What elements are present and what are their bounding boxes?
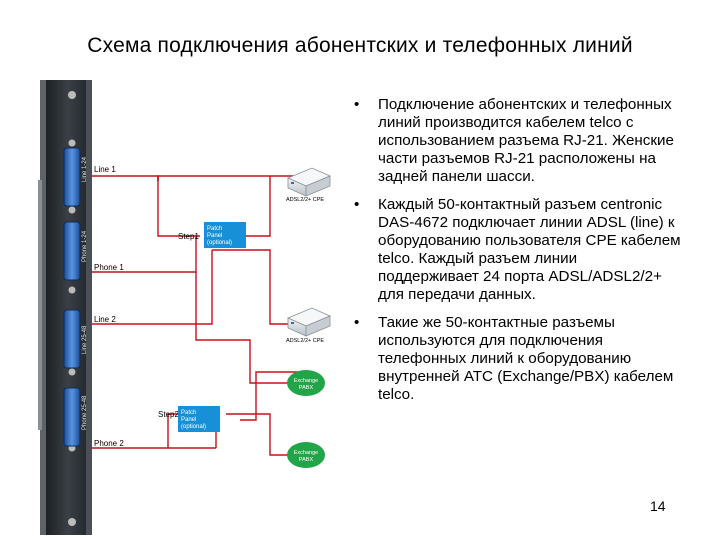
wire-patch2-up — [240, 371, 298, 421]
rj21-port-phone1 — [63, 221, 81, 281]
label-step1: Step1 — [178, 232, 199, 241]
label-line2: Line 2 — [94, 315, 116, 324]
exchange-1: Exchange PABX — [287, 370, 325, 396]
exchange-text: PABX — [299, 385, 314, 391]
patch-panel-text: (optional) — [207, 240, 232, 246]
rj21-port-line2 — [63, 309, 81, 369]
rotated-label-line: Line 25-48 — [82, 325, 88, 354]
wire-step1-line — [157, 176, 200, 237]
bullet-text: Каждый 50-контактный разъем centronic DA… — [378, 196, 681, 303]
wire-line1 — [92, 175, 159, 181]
patch-panel-2: Patch Panel (optional) — [178, 406, 220, 432]
rotated-label-line: Line 1-24 — [82, 156, 88, 182]
exchange-text: PABX — [299, 457, 314, 463]
label-line1: Line 1 — [94, 165, 116, 174]
label-phone1: Phone 1 — [94, 263, 124, 272]
slide-title: Схема подключения абонентских и телефонн… — [87, 34, 633, 57]
bullet-item: • Такие же 50-контактные разъемы использу… — [352, 314, 682, 404]
screw-icon — [68, 368, 76, 376]
rotated-label-phone: Phone 1-24 — [82, 230, 88, 262]
wire-line2 — [92, 250, 213, 325]
cpe-device-2 — [286, 307, 332, 337]
bullet-dot-icon: • — [354, 196, 360, 213]
bullet-dot-icon: • — [354, 314, 360, 331]
wire-line1-split — [157, 175, 307, 188]
screw-icon — [68, 91, 76, 99]
cpe-label-2: ADSL2/2+ CPE — [286, 338, 324, 344]
patch-panel-text: (optional) — [181, 424, 206, 430]
rj21-port-line1 — [63, 147, 81, 207]
patch-panel-text: Patch — [181, 410, 196, 416]
bullet-text: Подключение абонентских и телефонных лин… — [378, 96, 674, 185]
chassis-card: Line 1-24 Phone 1-24 Line 25-48 Phone 25… — [38, 80, 92, 535]
bullet-item: • Каждый 50-контактный разъем centronic D… — [352, 196, 682, 304]
patch-panel-text: Panel — [207, 233, 222, 239]
screw-icon — [68, 518, 76, 526]
patch-panel-text: Panel — [181, 417, 196, 423]
exchange-text: Exchange — [294, 378, 318, 384]
wire-patch2-exchange — [226, 413, 288, 456]
wire-step2-phone — [200, 429, 217, 448]
patch-panel-text: Patch — [207, 226, 222, 232]
cpe-device-1 — [286, 167, 332, 197]
bullet-item: • Подключение абонентских и телефонных ли… — [352, 96, 682, 186]
exchange-text: Exchange — [294, 450, 318, 456]
wire-patch1-cpe2 — [212, 249, 290, 325]
label-step2: Step2 — [158, 410, 179, 419]
patch-panel-1: Patch Panel (optional) — [204, 222, 246, 248]
rj21-port-phone2 — [63, 387, 81, 447]
rotated-label-phone: Phone 25-48 — [82, 395, 88, 430]
cpe-label-1: ADSL2/2+ CPE — [286, 197, 324, 203]
screw-icon — [68, 286, 76, 294]
wire-phone1-exchange — [195, 272, 288, 384]
bullet-list: • Подключение абонентских и телефонных ли… — [352, 96, 682, 414]
bullet-dot-icon: • — [354, 96, 360, 113]
bullet-text: Такие же 50-контактные разъемы использую… — [378, 314, 674, 403]
wire-patch1-cpe — [240, 176, 271, 237]
label-phone2: Phone 2 — [94, 439, 124, 448]
screw-icon — [68, 139, 76, 147]
screw-icon — [68, 206, 76, 214]
page-number: 14 — [650, 498, 666, 514]
exchange-2: Exchange PABX — [287, 442, 325, 468]
